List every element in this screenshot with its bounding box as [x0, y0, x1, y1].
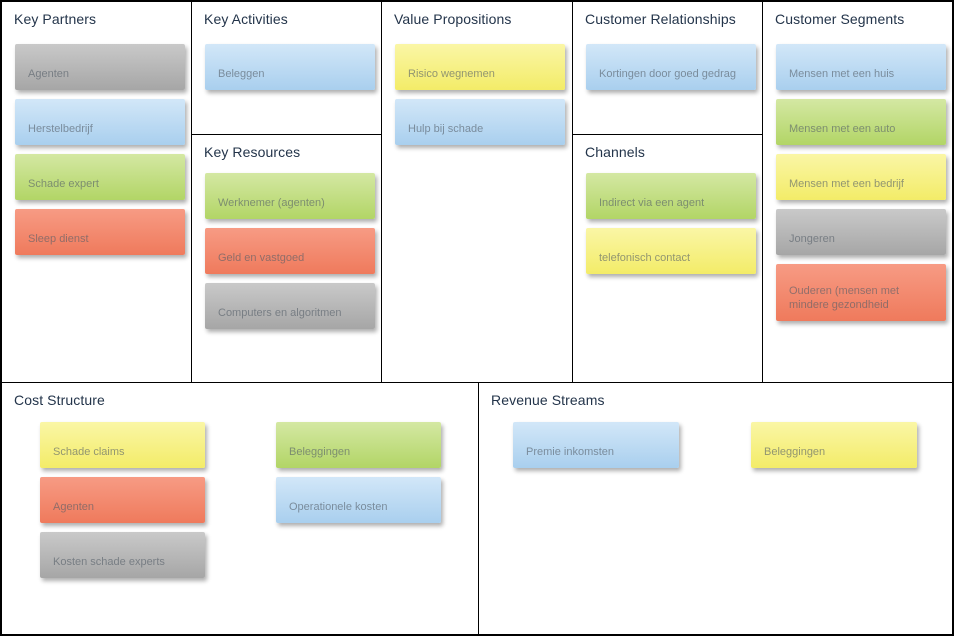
section-key-activities: Key Activities Beleggen — [192, 2, 382, 135]
revenue-streams-notes-column-1: Premie inkomsten — [513, 422, 679, 468]
sticky-note[interactable]: telefonisch contact — [586, 228, 756, 274]
sticky-note[interactable]: Werknemer (agenten) — [205, 173, 375, 219]
sticky-note[interactable]: Kosten schade experts — [40, 532, 205, 578]
key-partners-notes: Agenten Herstelbedrijf Schade expert Sle… — [15, 44, 185, 255]
revenue-streams-notes-column-2: Beleggingen — [751, 422, 917, 468]
sticky-note[interactable]: Agenten — [40, 477, 205, 523]
sticky-note[interactable]: Hulp bij schade — [395, 99, 565, 145]
customer-relationships-notes: Kortingen door goed gedrag — [586, 44, 756, 90]
customer-segments-notes: Mensen met een huis Mensen met een auto … — [776, 44, 946, 321]
sticky-note[interactable]: Beleggen — [205, 44, 375, 90]
channels-notes: Indirect via een agent telefonisch conta… — [586, 173, 756, 274]
sticky-note[interactable]: Mensen met een bedrijf — [776, 154, 946, 200]
sticky-note[interactable]: Schade claims — [40, 422, 205, 468]
section-customer-segments: Customer Segments Mensen met een huis Me… — [763, 2, 952, 383]
section-key-resources: Key Resources Werknemer (agenten) Geld e… — [192, 135, 382, 383]
sticky-note[interactable]: Herstelbedrijf — [15, 99, 185, 145]
section-title-key-resources: Key Resources — [204, 144, 301, 160]
section-key-partners: Key Partners Agenten Herstelbedrijf Scha… — [2, 2, 192, 383]
sticky-note[interactable]: Agenten — [15, 44, 185, 90]
section-title-customer-relationships: Customer Relationships — [585, 11, 736, 27]
section-title-customer-segments: Customer Segments — [775, 11, 905, 27]
sticky-note[interactable]: Kortingen door goed gedrag — [586, 44, 756, 90]
section-title-key-activities: Key Activities — [204, 11, 288, 27]
sticky-note[interactable]: Operationele kosten — [276, 477, 441, 523]
section-customer-relationships: Customer Relationships Kortingen door go… — [573, 2, 763, 135]
sticky-note[interactable]: Beleggingen — [751, 422, 917, 468]
sticky-note[interactable]: Risico wegnemen — [395, 44, 565, 90]
cost-structure-notes-column-2: Beleggingen Operationele kosten — [276, 422, 441, 523]
sticky-note[interactable]: Sleep dienst — [15, 209, 185, 255]
section-revenue-streams: Revenue Streams Premie inkomsten Beleggi… — [479, 383, 952, 634]
key-resources-notes: Werknemer (agenten) Geld en vastgoed Com… — [205, 173, 375, 329]
sticky-note[interactable]: Schade expert — [15, 154, 185, 200]
section-title-channels: Channels — [585, 144, 645, 160]
section-cost-structure: Cost Structure Schade claims Agenten Kos… — [2, 383, 479, 634]
key-activities-notes: Beleggen — [205, 44, 375, 90]
section-title-value-propositions: Value Propositions — [394, 11, 512, 27]
sticky-note[interactable]: Premie inkomsten — [513, 422, 679, 468]
section-title-revenue-streams: Revenue Streams — [491, 392, 605, 408]
section-title-key-partners: Key Partners — [14, 11, 97, 27]
cost-structure-notes-column-1: Schade claims Agenten Kosten schade expe… — [40, 422, 205, 578]
sticky-note[interactable]: Indirect via een agent — [586, 173, 756, 219]
sticky-note[interactable]: Geld en vastgoed — [205, 228, 375, 274]
value-propositions-notes: Risico wegnemen Hulp bij schade — [395, 44, 565, 145]
sticky-note[interactable]: Mensen met een huis — [776, 44, 946, 90]
sticky-note[interactable]: Jongeren — [776, 209, 946, 255]
section-title-cost-structure: Cost Structure — [14, 392, 105, 408]
section-value-propositions: Value Propositions Risico wegnemen Hulp … — [382, 2, 573, 383]
sticky-note[interactable]: Computers en algoritmen — [205, 283, 375, 329]
sticky-note[interactable]: Mensen met een auto — [776, 99, 946, 145]
sticky-note[interactable]: Beleggingen — [276, 422, 441, 468]
sticky-note[interactable]: Ouderen (mensen met mindere gezondheid — [776, 264, 946, 321]
section-channels: Channels Indirect via een agent telefoni… — [573, 135, 763, 383]
